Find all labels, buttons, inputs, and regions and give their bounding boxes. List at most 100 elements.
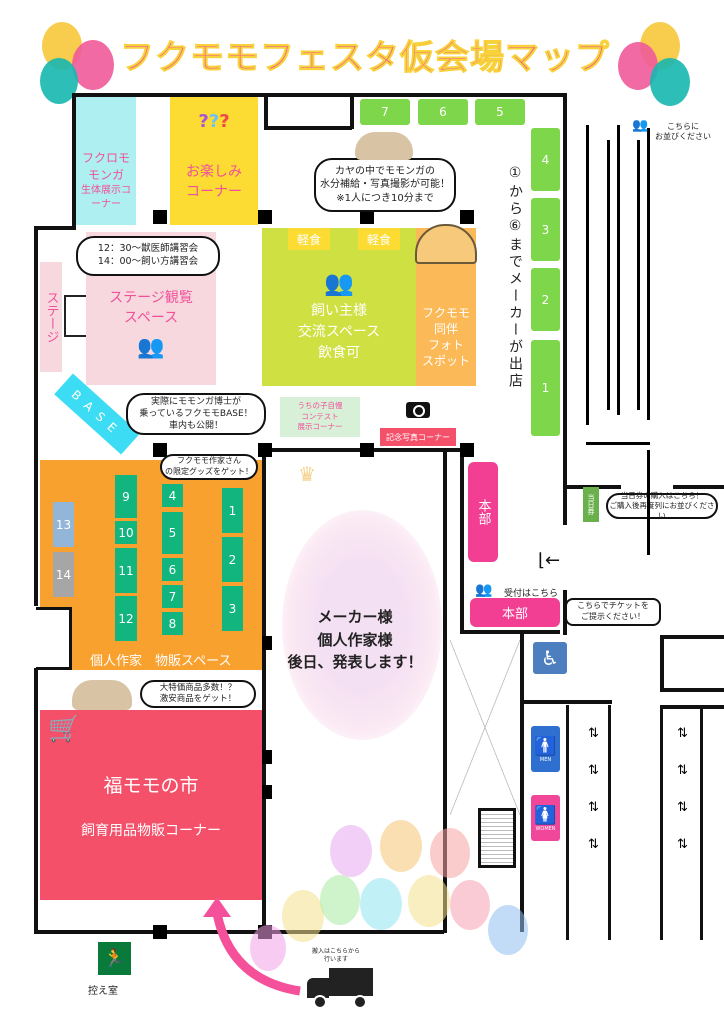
crown-icon: ♛ — [298, 462, 316, 486]
creator-booth-7[interactable]: 7 — [162, 585, 183, 608]
wall — [460, 630, 560, 634]
commemorative-photo-area[interactable]: 記念写真コーナー — [380, 428, 456, 446]
wall — [34, 226, 76, 230]
balloon-icon — [488, 905, 528, 955]
wall — [72, 93, 350, 97]
live-exhibit-area[interactable]: フクロモ モンガ 生体展示コ ーナー — [76, 97, 136, 225]
exit-arrow — [647, 450, 650, 555]
meeting-icon: 👥 — [324, 268, 354, 297]
photo-spot-label: フォト — [427, 338, 464, 352]
wall — [34, 668, 38, 933]
wall — [673, 485, 724, 489]
pillar — [258, 210, 272, 224]
fun-corner-area[interactable]: ??? お楽しみ コーナー — [170, 97, 258, 225]
wall — [563, 93, 567, 488]
same-day-ticket-booth[interactable]: 当日券 — [583, 487, 599, 522]
queue-arrow — [637, 140, 640, 410]
vendor-note: ①から⑥までメーカーが出店 — [507, 165, 523, 390]
market-title: 福モモの市 — [103, 774, 199, 797]
stage-area[interactable]: ステージ — [40, 262, 62, 372]
creator-booth-9[interactable]: 9 — [115, 475, 137, 518]
pillar — [360, 443, 374, 457]
contest-label: コンテスト — [301, 411, 339, 421]
fukumomo-market-area[interactable]: 福モモの市 飼育用品物販コーナー — [40, 710, 262, 900]
bubble-text: 乗っているフクモモBASE！ — [139, 408, 253, 419]
kaya-bubble: カヤの中でモモンガの 水分補給・写真撮影が可能！ ※1人につき10分まで — [314, 158, 456, 212]
bubble-text: ※1人につき10分まで — [336, 192, 434, 204]
wall — [660, 635, 664, 690]
wall — [660, 635, 724, 639]
elevator-icon: ⇅⇅⇅⇅ — [677, 726, 688, 852]
wall — [350, 93, 565, 97]
creator-booth-4[interactable]: 4 — [162, 484, 183, 507]
balloon-icon — [282, 890, 324, 942]
question-icon: ??? — [198, 111, 230, 132]
pillar — [360, 210, 374, 224]
creator-booth-8[interactable]: 8 — [162, 612, 183, 635]
base-bubble: 実際にモモンガ博士が 乗っているフクモモBASE！ 車内も公開！ — [126, 393, 266, 435]
creator-booth-12[interactable]: 12 — [115, 596, 137, 641]
pillar — [460, 210, 474, 224]
pillar — [153, 210, 167, 224]
delivery-note: 搬入はこちらから 行います — [312, 948, 360, 964]
vendor-booth-4[interactable]: 4 — [531, 128, 560, 191]
women-restroom-icon: 🚺WOMEN — [531, 795, 560, 841]
pillar — [153, 443, 167, 457]
elevator-icon: ⇅⇅⇅⇅ — [588, 726, 599, 852]
stairs-icon — [478, 808, 516, 868]
vendor-booth-3[interactable]: 3 — [531, 198, 560, 261]
delivery-note-line: 行います — [324, 955, 349, 963]
pastel-cloud — [282, 510, 442, 740]
exchange-label: 飼い主様 — [311, 302, 367, 319]
bubble-text: 14：00〜飼い方講習会 — [97, 256, 199, 267]
ticket-show-bubble: こちらでチケットを ご提示ください！ — [565, 598, 661, 626]
bubble-text: 車内も公開！ — [168, 421, 223, 432]
people-icon: 👥 — [632, 118, 649, 133]
pet-contest-area[interactable]: うちの子自慢 コンテスト 展示コーナー — [280, 397, 360, 437]
queue-arrow — [586, 125, 589, 425]
bubble-text: 実際にモモンガ博士が — [150, 396, 241, 407]
hq-area[interactable]: 本部 — [470, 598, 560, 627]
creator-booth-13[interactable]: 13 — [53, 502, 74, 547]
delivery-note-line: 搬入はこちらから — [312, 948, 361, 955]
vendor-booth-1[interactable]: 1 — [531, 340, 560, 436]
reception-label: 受付はこちら — [504, 589, 559, 599]
creator-booth-6[interactable]: 6 — [162, 558, 183, 581]
wall — [350, 93, 354, 129]
vendor-booth-2[interactable]: 2 — [531, 268, 560, 331]
entrance-arrow-icon: ⌊← — [538, 550, 561, 571]
creator-booth-10[interactable]: 10 — [115, 521, 137, 544]
page-title: フクモモフェスタ仮会場マップ — [120, 38, 610, 79]
vendor-booth-6[interactable]: 6 — [418, 99, 468, 125]
photo-spot-label: 同伴 — [433, 321, 458, 336]
vendor-booth-5[interactable]: 5 — [475, 99, 525, 125]
center-announcement: メーカー様 個人作家様 後日、発表します！ — [270, 600, 440, 680]
reception-icon: 👥 — [475, 582, 493, 598]
creator-booth-14[interactable]: 14 — [53, 552, 74, 597]
photo-spot-label: フクモモ — [421, 305, 470, 320]
pillar — [153, 925, 167, 939]
wall — [72, 93, 76, 228]
creator-booth-2[interactable]: 2 — [222, 537, 243, 582]
wall — [264, 93, 268, 129]
owner-exchange-area[interactable]: 👥 飼い主様 交流スペース 飲食可 — [262, 228, 416, 386]
vendor-booth-7[interactable]: 7 — [360, 99, 410, 125]
wall — [460, 448, 464, 633]
creator-booth-11[interactable]: 11 — [115, 548, 137, 593]
bubble-text: ご提示ください！ — [581, 612, 645, 621]
creator-bubble: フクモモ作家さん の限定グッズをゲット！ — [160, 454, 258, 480]
creator-booth-5[interactable]: 5 — [162, 512, 183, 554]
bubble-text: ご購入後再度列にお並びください — [609, 500, 715, 521]
queue-note-line: お並びください — [655, 132, 711, 142]
women-label: WOMEN — [535, 825, 556, 832]
bubble-text: カヤの中でモモンガの — [335, 165, 435, 177]
bubble-text: フクモモ作家さん — [177, 456, 241, 466]
creator-booth-3[interactable]: 3 — [222, 586, 243, 631]
queue-arrow — [617, 125, 620, 415]
audience-icon: 👥 — [137, 335, 165, 360]
wall — [700, 705, 703, 940]
creator-booth-1[interactable]: 1 — [222, 488, 243, 533]
hq-vertical-area[interactable]: 本部 — [468, 462, 498, 562]
wall — [566, 705, 569, 940]
accessible-restroom-icon: ♿ — [533, 642, 567, 674]
